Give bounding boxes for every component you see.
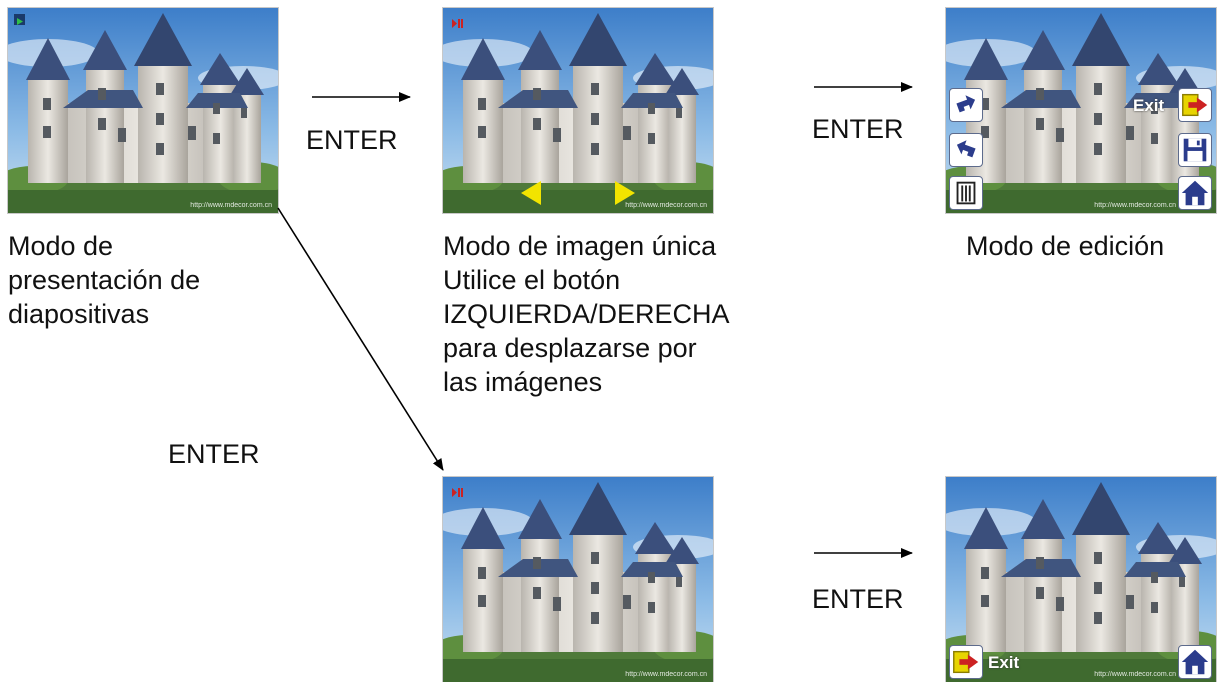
save-icon[interactable] [1178, 133, 1212, 167]
single-image-screen: http://www.mdecor.com.cn [443, 8, 713, 213]
caption-single-image: Modo de imagen única Utilice el botón IZ… [443, 231, 730, 397]
bottom-right-screen: Exit http://www.mdecor.com.cn [946, 477, 1216, 682]
play-icon [14, 14, 25, 25]
url-watermark: http://www.mdecor.com.cn [190, 202, 272, 209]
edit-screen: Exit http://www.mdecor.com.cn [946, 8, 1216, 213]
pause-icon [451, 16, 463, 28]
caption-edit: Modo de edición [966, 231, 1165, 261]
enter-label-top-left: ENTER [306, 125, 398, 155]
exit-icon[interactable] [1178, 88, 1212, 122]
rotate-counterclockwise-icon[interactable] [949, 133, 983, 167]
url-watermark: http://www.mdecor.com.cn [1094, 671, 1176, 678]
nav-left-arrow-icon[interactable] [519, 180, 543, 206]
arrow-slideshow-to-bottom [277, 207, 444, 471]
enter-label-top-right: ENTER [812, 114, 904, 144]
slideshow-screen: http://www.mdecor.com.cn [8, 8, 278, 213]
nav-right-arrow-icon[interactable] [613, 180, 637, 206]
delete-icon[interactable] [949, 176, 983, 210]
exit-label: Exit [988, 653, 1020, 672]
exit-icon[interactable] [949, 645, 983, 679]
url-watermark: http://www.mdecor.com.cn [625, 202, 707, 209]
home-icon[interactable] [1178, 645, 1212, 679]
pause-icon [451, 485, 463, 497]
url-watermark: http://www.mdecor.com.cn [1094, 202, 1176, 209]
rotate-clockwise-icon[interactable] [949, 88, 983, 122]
home-icon[interactable] [1178, 176, 1212, 210]
url-watermark: http://www.mdecor.com.cn [625, 671, 707, 678]
exit-label: Exit [1133, 96, 1165, 115]
enter-label-diagonal: ENTER [168, 439, 260, 469]
enter-label-bottom: ENTER [812, 584, 904, 614]
bottom-middle-screen: http://www.mdecor.com.cn [443, 477, 713, 682]
caption-slideshow: Modo de presentación de diapositivas [8, 231, 201, 329]
